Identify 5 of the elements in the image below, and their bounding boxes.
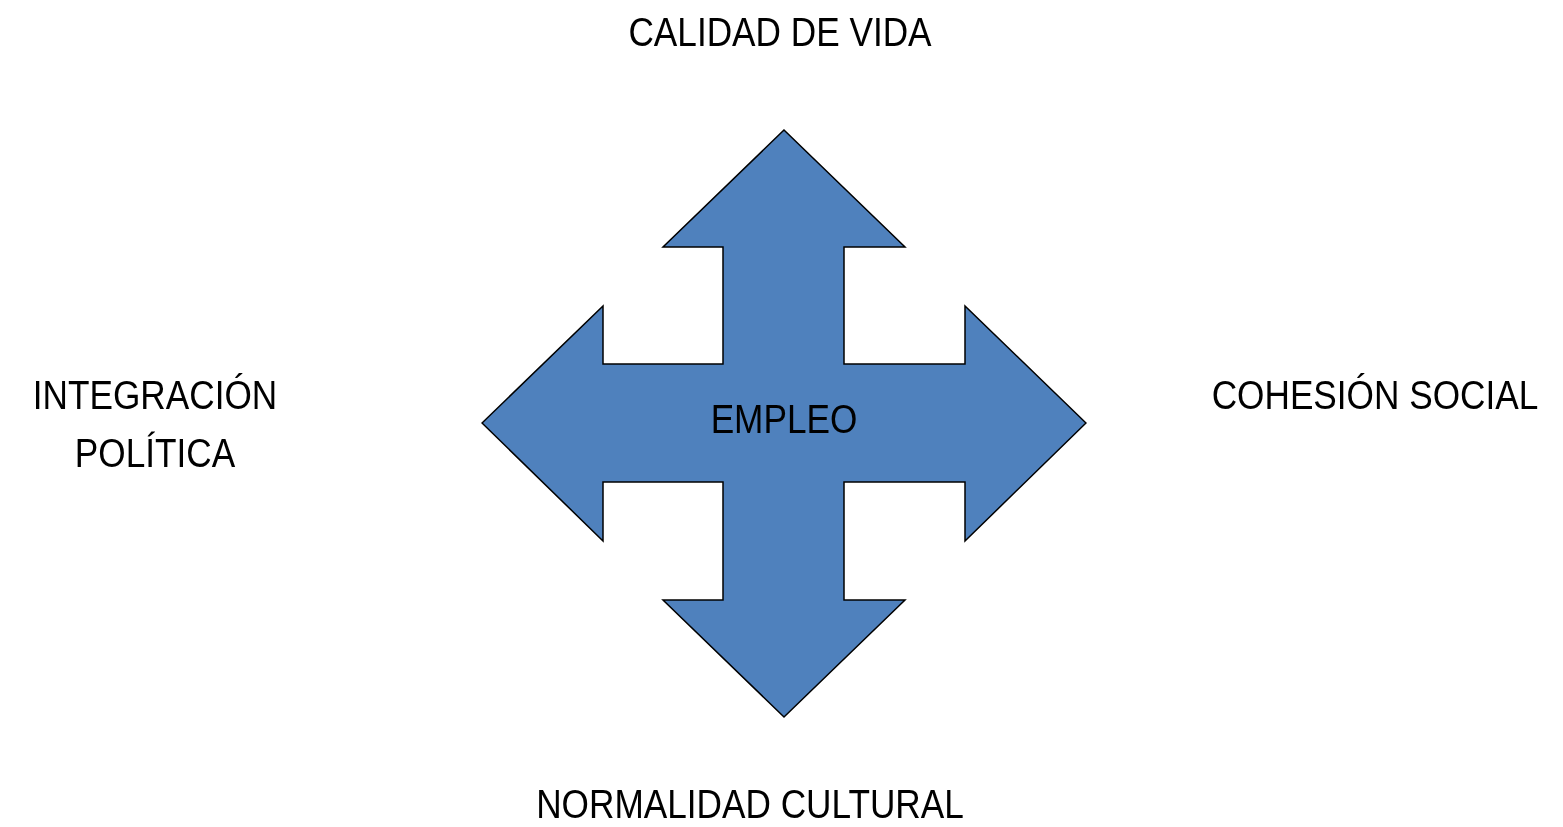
center-label: EMPLEO — [709, 397, 859, 442]
outcome-label: COHESIÓN SOCIAL — [1210, 372, 1540, 419]
outcome-label: INTEGRACIÓN POLÍTICA — [31, 372, 279, 477]
outcome-label: CALIDAD DE VIDA — [627, 9, 933, 56]
outcome-label: NORMALIDAD CULTURAL — [535, 781, 965, 827]
